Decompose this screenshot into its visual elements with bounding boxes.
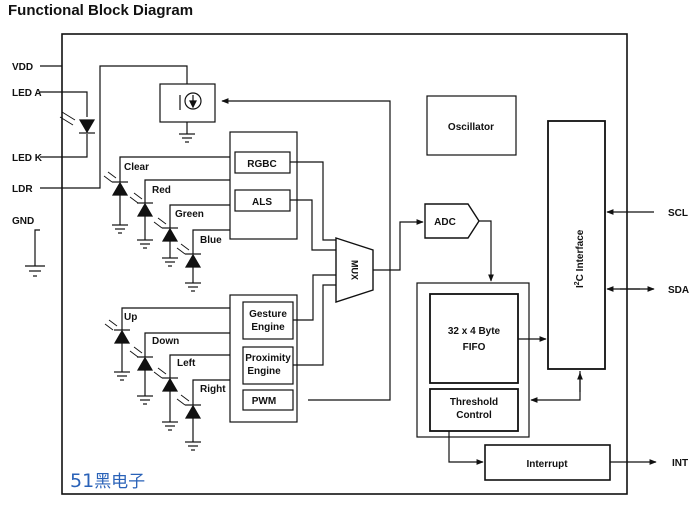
photodiode-up-label: Up <box>124 312 137 323</box>
threshold-line2: Control <box>456 410 492 421</box>
pin-sda: SDA <box>668 285 689 296</box>
photodiode-blue-label: Blue <box>200 235 222 246</box>
pin-int: INT <box>672 458 688 469</box>
threshold-line1: Threshold <box>450 397 498 408</box>
als-block: ALS <box>252 197 272 208</box>
i2c-interface-block: I2C Interface <box>574 229 586 288</box>
proximity-engine-line1: Proximity <box>245 353 291 364</box>
pin-gnd: GND <box>12 216 34 227</box>
fifo-line1: 32 x 4 Byte <box>448 326 501 337</box>
mux-block: MUX <box>350 260 360 280</box>
oscillator-block: Oscillator <box>448 122 494 133</box>
photodiode-right-label: Right <box>200 384 226 395</box>
photodiode-red-label: Red <box>152 185 171 196</box>
proximity-engine-line2: Engine <box>247 366 281 377</box>
adc-block: ADC <box>434 217 456 228</box>
gesture-engine-line2: Engine <box>251 322 285 333</box>
pin-led-a: LED A <box>12 88 42 99</box>
page-title: Functional Block Diagram <box>8 2 193 19</box>
pin-vdd: VDD <box>12 62 33 73</box>
photodiode-down-label: Down <box>152 336 179 347</box>
chip-outline <box>61 33 628 495</box>
photodiode-clear-label: Clear <box>124 162 149 173</box>
pin-scl: SCL <box>668 208 688 219</box>
pwm-block: PWM <box>252 396 276 407</box>
pin-ldr: LDR <box>12 184 33 195</box>
pin-led-k: LED K <box>12 153 43 164</box>
fifo-line2: FIFO <box>463 342 486 353</box>
interrupt-block: Interrupt <box>526 459 568 470</box>
watermark: 51黑电子 <box>70 470 145 492</box>
gesture-engine-line1: Gesture <box>249 309 287 320</box>
photodiode-left-label: Left <box>177 358 196 369</box>
rgbc-block: RGBC <box>247 159 276 170</box>
photodiode-green-label: Green <box>175 209 204 220</box>
